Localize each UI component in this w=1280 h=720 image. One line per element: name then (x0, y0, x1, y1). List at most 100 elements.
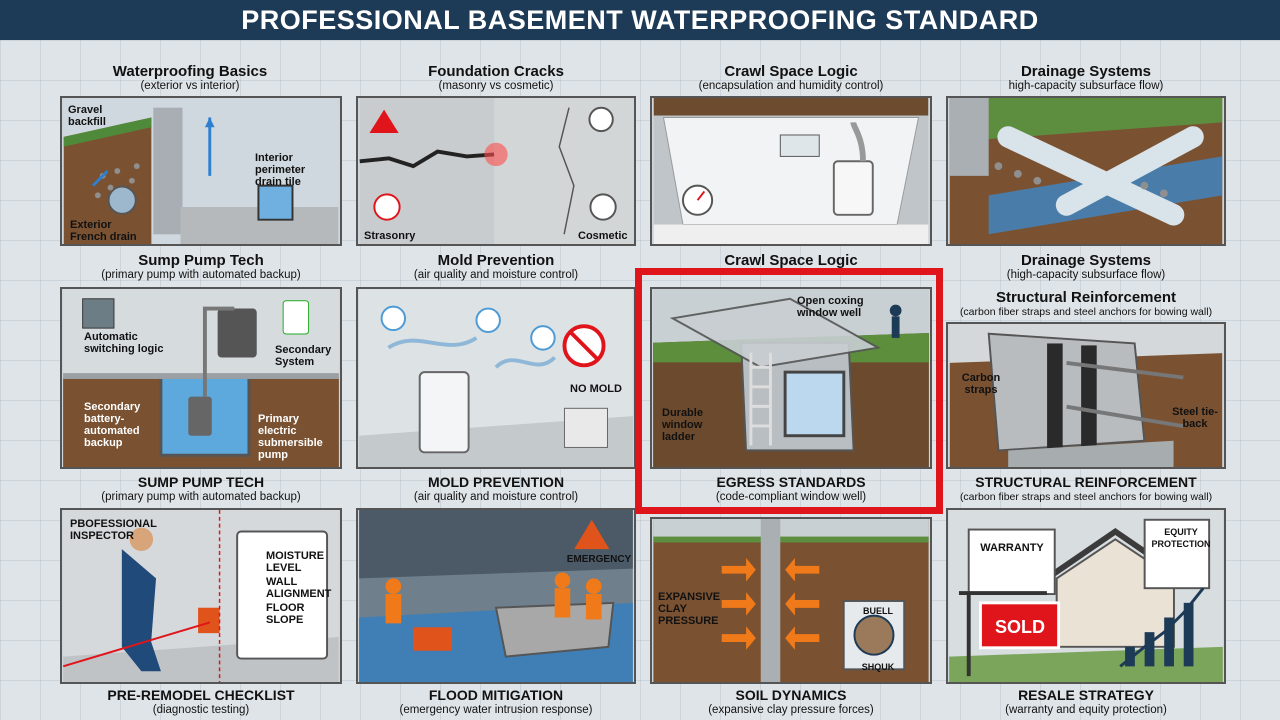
label-cosmetic: Cosmetic (578, 230, 628, 242)
label-automatic-switching: Automatic switching logic (84, 331, 164, 355)
caption-title: MOLD PREVENTION (427, 474, 565, 490)
label-gravel: Gravel backfill (68, 104, 106, 128)
highlight-box-egress (635, 268, 943, 514)
panel-egress: Open coxing window well Durable window l… (650, 287, 932, 469)
caption-structural-reinforcement: Structural Reinforcement (carbon fiber s… (946, 289, 1226, 319)
label-secondary-system: Secondary System (275, 344, 332, 368)
drainage-illustration (949, 98, 1223, 244)
caption-subtitle: (primary pump with automated backup) (101, 269, 301, 281)
checklist-item: WALL ALIGNMENT (266, 576, 332, 600)
caption-subtitle: (air quality and moisture control) (413, 269, 579, 281)
caption-soil-dynamics: SOIL DYNAMICS (expansive clay pressure f… (650, 687, 932, 717)
caption-subtitle: (expansive clay pressure forces) (708, 704, 874, 716)
caption-flood-mitigation: FLOOD MITIGATION (emergency water intrus… (356, 687, 636, 717)
caption-title: Drainage Systems (1020, 252, 1152, 269)
caption-subtitle: (carbon fiber straps and steel anchors f… (959, 306, 1213, 318)
panel-structural: Carbon straps Steel tie-back (946, 322, 1226, 469)
caption-subtitle: (warranty and equity protection) (1005, 704, 1167, 716)
page-title: PROFESSIONAL BASEMENT WATERPROOFING STAN… (0, 0, 1280, 40)
caption-title: Crawl Space Logic (724, 252, 858, 269)
sold-sign-label: SOLD (994, 617, 1045, 637)
waterproofing-basics-illustration (63, 98, 339, 244)
caption-title: Structural Reinforcement (995, 289, 1177, 306)
checklist-item: FLOOR SLOPE (266, 602, 305, 626)
label-exterior: Exterior French drain (70, 219, 137, 243)
label-emergency: EMERGENCY (566, 554, 632, 565)
caption-subtitle: (code-compliant window well) (715, 491, 867, 503)
checklist-illustration (62, 510, 339, 682)
caption-title: Mold Prevention (437, 252, 555, 269)
caption-structural-reinforcement-upper: STRUCTURAL REINFORCEMENT (carbon fiber s… (940, 474, 1232, 504)
caption-egress-standards: EGRESS STANDARDS (code-compliant window … (650, 474, 932, 504)
checklist-item: MOISTURE LEVEL (266, 550, 325, 574)
label-warranty: WARRANTY (980, 542, 1044, 554)
foundation-cracks-illustration (359, 98, 633, 244)
structural-illustration (949, 324, 1223, 467)
label-carbon-straps: Carbon straps (961, 372, 1001, 396)
caption-title: EGRESS STANDARDS (716, 474, 866, 490)
soil-dynamics-illustration (653, 519, 929, 682)
label-window-ladder: Durable window ladder (662, 407, 703, 443)
caption-subtitle: (encapsulation and humidity control) (698, 80, 884, 92)
label-no-mold: NO MOLD (570, 383, 622, 395)
panel-resale: WARRANTY EQUITY PROTECTION SOLD (946, 508, 1226, 684)
panel-foundation-cracks: Strasonry Cosmetic (356, 96, 636, 246)
label-steel-tieback: Steel tie-back (1172, 406, 1218, 430)
caption-title: Sump Pump Tech (138, 252, 264, 269)
caption-subtitle: (diagnostic testing) (152, 704, 250, 716)
label-masonry: Strasonry (364, 230, 416, 242)
caption-subtitle: (high-capacity subsurface flow) (1006, 269, 1166, 281)
caption-subtitle: (exterior vs interior) (140, 80, 240, 92)
caption-subtitle: (masonry vs cosmetic) (438, 80, 554, 92)
caption-title: Drainage Systems (1020, 63, 1152, 80)
flood-illustration (359, 510, 633, 682)
caption-drainage-systems: Drainage Systems high-capacity subsurfac… (946, 63, 1226, 93)
caption-subtitle: (air quality and moisture control) (413, 491, 579, 503)
caption-title: Crawl Space Logic (724, 63, 858, 80)
caption-subtitle: high-capacity subsurface flow) (1008, 80, 1164, 92)
label-equity-protection: EQUITY PROTECTION (1151, 527, 1211, 549)
panel-sump-pump: Automatic switching logic Secondary Syst… (60, 287, 342, 469)
caption-title: STRUCTURAL REINFORCEMENT (975, 474, 1197, 490)
caption-title: Waterproofing Basics (112, 63, 268, 80)
caption-title: SUMP PUMP TECH (137, 474, 265, 490)
caption-title: FLOOD MITIGATION (428, 687, 564, 703)
caption-title: PRE-REMODEL CHECKLIST (107, 687, 295, 703)
label-window-well: Open coxing window well (797, 295, 864, 319)
label-clay-pressure: EXPANSIVE CLAY PRESSURE (658, 591, 721, 627)
caption-drainage-systems-2: Drainage Systems (high-capacity subsurfa… (946, 252, 1226, 282)
panel-drainage-systems (946, 96, 1226, 246)
caption-title: RESALE STRATEGY (1018, 687, 1154, 703)
caption-foundation-cracks: Foundation Cracks (masonry vs cosmetic) (356, 63, 636, 93)
caption-subtitle: (emergency water intrusion response) (399, 704, 593, 716)
label-battery-backup: Secondary battery-automated backup (84, 401, 141, 449)
caption-sump-pump-tech: Sump Pump Tech (primary pump with automa… (60, 252, 342, 282)
panel-crawl-space (650, 96, 932, 246)
caption-resale-strategy: RESALE STRATEGY (warranty and equity pro… (946, 687, 1226, 717)
panel-waterproofing-basics: Gravel backfill Interior perimeter drain… (60, 96, 342, 246)
caption-pre-remodel-checklist: PRE-REMODEL CHECKLIST (diagnostic testin… (60, 687, 342, 717)
egress-illustration (653, 289, 929, 467)
caption-sump-pump-tech-upper: SUMP PUMP TECH (primary pump with automa… (60, 474, 342, 504)
resale-illustration (949, 510, 1223, 682)
label-primary-pump: Primary electric submersible pump (258, 413, 323, 461)
caption-waterproofing-basics: Waterproofing Basics (exterior vs interi… (60, 63, 320, 93)
panel-checklist: PBOFESSIONAL INSPECTOR MOISTURE LEVEL WA… (60, 508, 342, 684)
caption-crawl-space-logic-2: Crawl Space Logic (650, 252, 932, 269)
caption-mold-prevention: Mold Prevention (air quality and moistur… (356, 252, 636, 282)
caption-title: SOIL DYNAMICS (735, 687, 847, 703)
page-title-text: PROFESSIONAL BASEMENT WATERPROOFING STAN… (241, 4, 1039, 35)
panel-mold-prevention: NO MOLD (356, 287, 636, 469)
panel-flood: EMERGENCY (356, 508, 636, 684)
caption-subtitle: (primary pump with automated backup) (101, 491, 301, 503)
panel-soil-dynamics: EXPANSIVE CLAY PRESSURE BUELL SHQUK (650, 517, 932, 684)
label-swell: BUELL (863, 606, 893, 616)
label-interior: Interior perimeter drain tile (255, 152, 306, 188)
caption-crawl-space-logic: Crawl Space Logic (encapsulation and hum… (650, 63, 932, 93)
crawl-space-illustration (653, 98, 929, 244)
caption-title: Foundation Cracks (428, 63, 564, 80)
caption-subtitle: (carbon fiber straps and steel anchors f… (959, 491, 1213, 503)
caption-mold-prevention-upper: MOLD PREVENTION (air quality and moistur… (356, 474, 636, 504)
label-inspector: PBOFESSIONAL INSPECTOR (70, 518, 157, 542)
label-shrink: SHQUK (861, 662, 895, 672)
